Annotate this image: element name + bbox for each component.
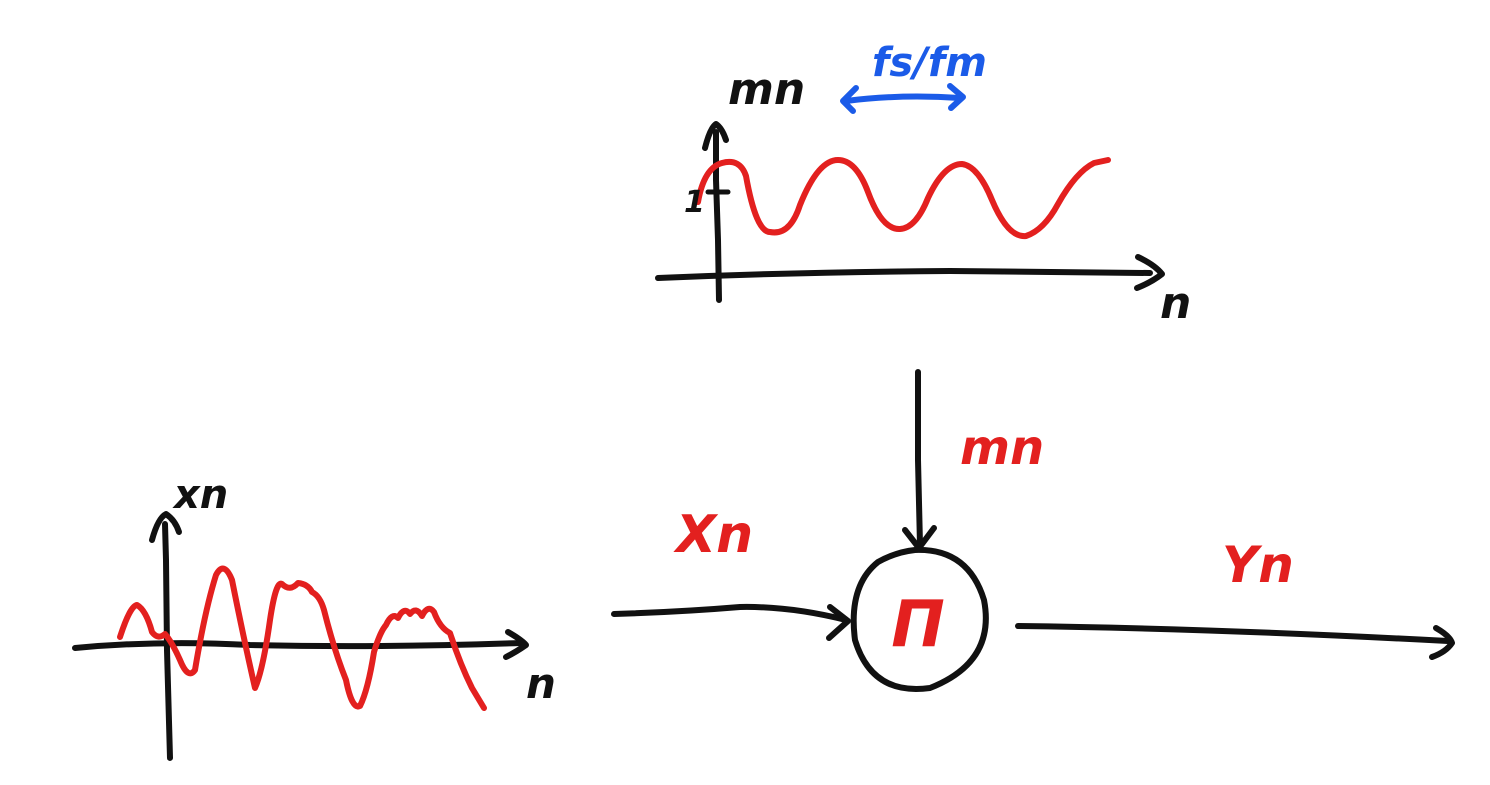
modulator-signal-label: mn <box>960 420 1044 476</box>
modulator-input-line <box>915 369 923 548</box>
input-signal-label: Xn <box>673 505 753 565</box>
top-plot <box>655 121 1165 303</box>
bottom-plot-y-axis <box>162 521 173 761</box>
top-plot-axis-label: n <box>1160 278 1191 329</box>
top-plot-cosine-curve <box>695 157 1111 240</box>
period-arrow-left-head <box>840 85 859 114</box>
bottom-plot-signal-label: xn <box>172 472 228 518</box>
period-double-arrow <box>843 93 963 104</box>
period-arrow-right-head <box>947 83 966 111</box>
top-plot-amplitude-label: 1 <box>684 185 705 220</box>
top-plot-x-axis <box>655 268 1153 281</box>
multiplier-symbol: Π <box>891 588 945 662</box>
top-plot-signal-label: mn <box>728 64 805 115</box>
bottom-plot-signal-curve <box>117 565 487 711</box>
period-annotation <box>840 83 966 114</box>
output-signal-arrowhead <box>1429 625 1455 660</box>
period-label: fs/fm <box>872 40 987 86</box>
block-diagram <box>611 369 1455 692</box>
multiplier-node <box>850 546 989 692</box>
output-signal-line <box>1015 623 1451 644</box>
bottom-plot-x-axis-arrowhead <box>503 629 529 660</box>
input-signal-line <box>611 603 849 623</box>
input-signal-arrowhead <box>826 604 851 641</box>
top-plot-y-axis <box>713 129 722 303</box>
bottom-plot-x-axis <box>72 640 523 651</box>
bottom-plot-axis-label: n <box>526 659 556 708</box>
top-plot-x-axis-arrowhead <box>1134 254 1165 291</box>
output-signal-label: Yn <box>1222 536 1294 594</box>
bottom-plot-y-axis-arrowhead <box>149 511 182 543</box>
top-plot-y-axis-arrowhead <box>702 121 729 151</box>
bottom-plot <box>72 511 529 761</box>
